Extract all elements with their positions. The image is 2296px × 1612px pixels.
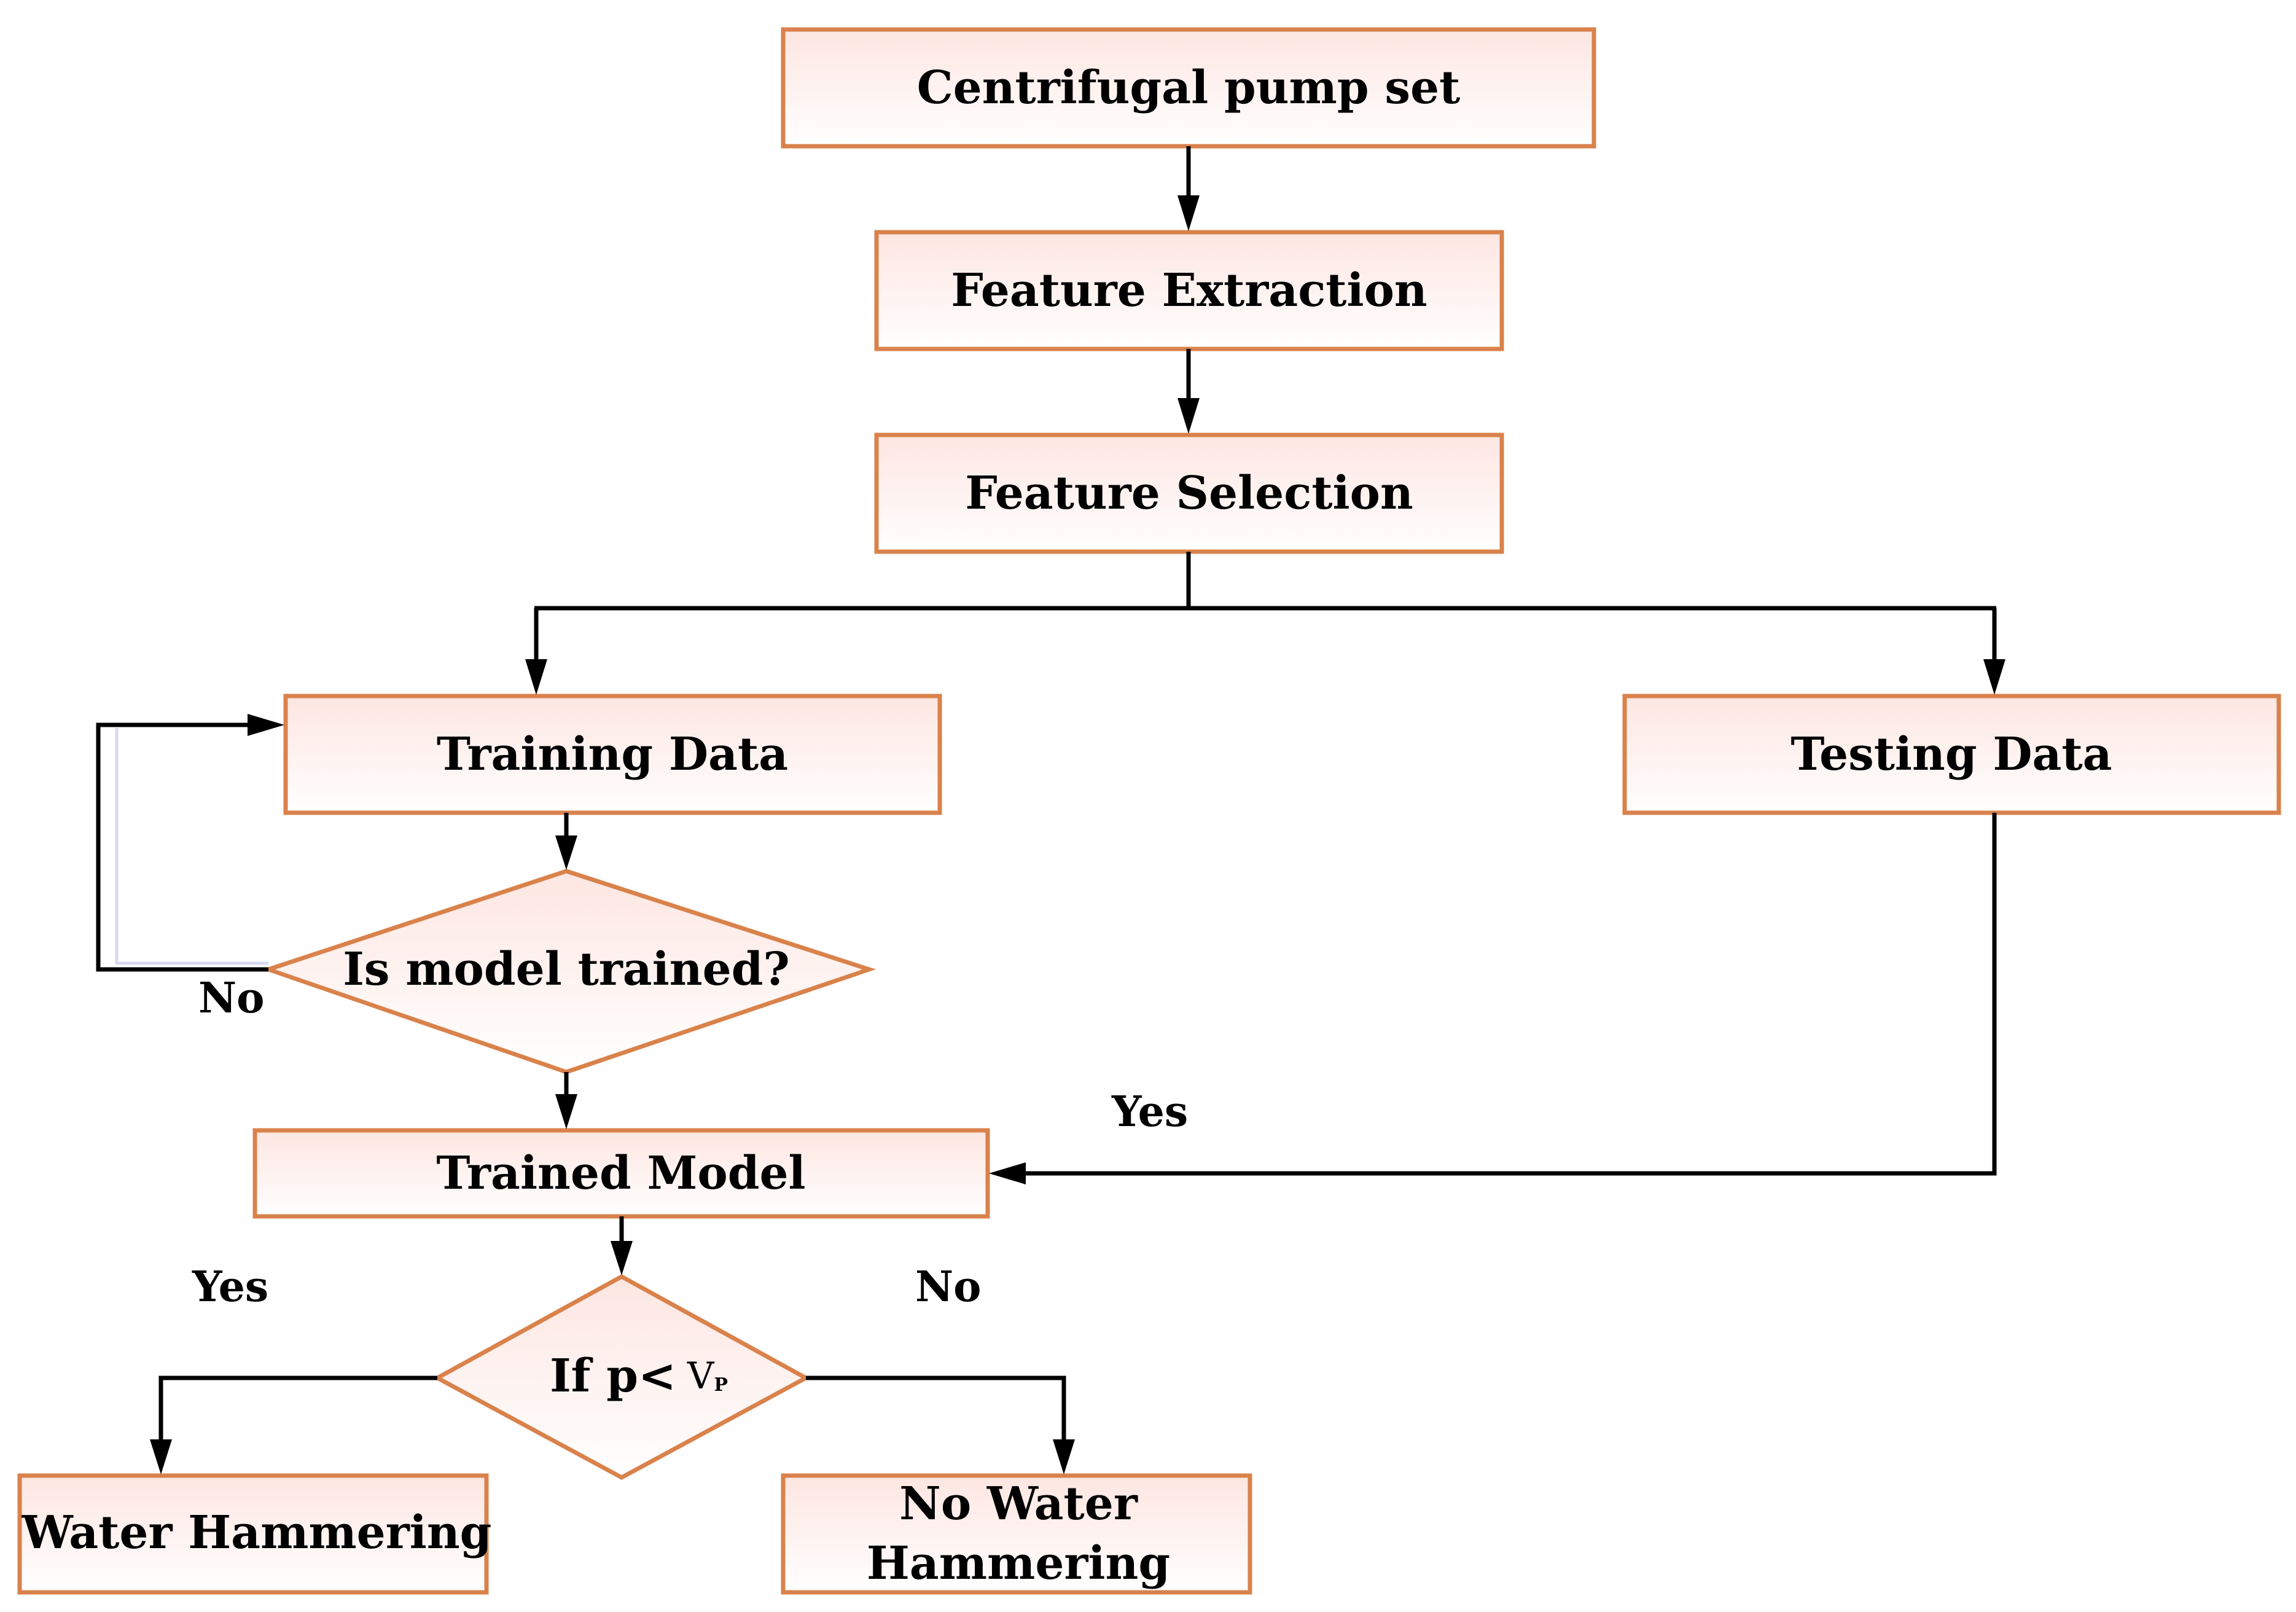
node-label: Feature Extraction [951, 264, 1427, 317]
arrow-condition-to-water-hammering [150, 1375, 437, 1474]
node-feature-extraction: Feature Extraction [874, 230, 1504, 351]
node-label: If p< VP [550, 1350, 728, 1403]
process-box [781, 27, 1596, 149]
process-box [283, 694, 942, 815]
process-box [781, 1473, 1252, 1595]
arrow-testing-to-trained-model [989, 813, 1997, 1184]
node-trained-model: Trained Model [252, 1128, 990, 1219]
node-label: Feature Selection [965, 467, 1413, 520]
node-training-data: Training Data [283, 694, 942, 815]
condition-symbol: V [687, 1355, 715, 1398]
node-testing-data: Testing Data [1622, 694, 2281, 815]
node-label-line-2: Hammering [867, 1537, 1170, 1590]
node-label: Is model trained? [343, 943, 790, 996]
node-is-model-trained: Is model trained? [262, 869, 877, 1074]
condition-subscript: P [714, 1374, 728, 1396]
condition-text: If p< [550, 1350, 676, 1403]
arrow-pump-to-extraction [1177, 146, 1200, 231]
process-box [252, 1128, 990, 1219]
process-box [17, 1473, 489, 1595]
arrow-decision-to-trained-model [555, 1072, 577, 1129]
label-condition-yes: Yes [192, 1262, 268, 1312]
arrow-no-loop-back [96, 714, 284, 972]
node-if-condition: If p< VP [432, 1274, 811, 1480]
node-feature-selection: Feature Selection [874, 432, 1504, 554]
node-centrifugal-pump-set: Centrifugal pump set [781, 27, 1596, 149]
label-testing-yes: Yes [1111, 1087, 1188, 1137]
process-box [1622, 694, 2281, 815]
node-no-water-hammering: No Water Hammering [781, 1473, 1252, 1595]
arrow-extraction-to-selection [1177, 349, 1200, 434]
node-water-hammering: Water Hammering [17, 1473, 492, 1595]
process-box [874, 432, 1504, 554]
node-label: Centrifugal pump set [917, 61, 1461, 114]
label-condition-no: No [915, 1262, 982, 1312]
node-label: Training Data [437, 728, 788, 781]
process-box [874, 230, 1504, 351]
node-label-line-1: No Water [899, 1477, 1138, 1530]
arrow-selection-split [525, 552, 2005, 695]
arrow-training-to-decision [555, 813, 577, 870]
node-label: Trained Model [436, 1147, 805, 1200]
decision-diamond [432, 1274, 811, 1480]
node-label: Water Hammering [21, 1506, 492, 1559]
arrow-condition-to-no-water-hammering [806, 1375, 1075, 1474]
arrow-trained-model-to-condition [611, 1216, 633, 1275]
node-label: Testing Data [1790, 728, 2112, 781]
label-not-trained-no: No [198, 974, 265, 1023]
